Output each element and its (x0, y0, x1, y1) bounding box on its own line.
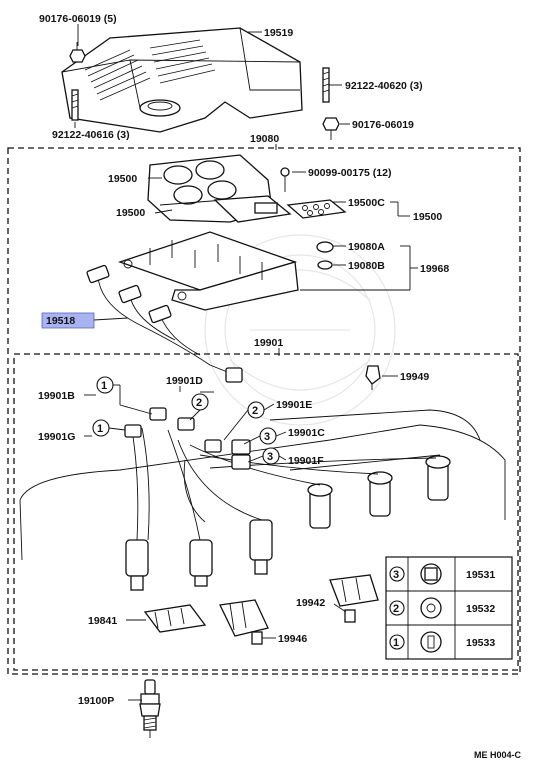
connector-19532-icon (420, 597, 442, 619)
label-90099-00175: 90099-00175 (12) (308, 167, 391, 179)
label-19080: 19080 (250, 133, 279, 145)
assembly-boundary-19080 (7, 147, 521, 675)
label-92122-40620: 92122-40620 (3) (345, 80, 423, 92)
ignition-cover-19519[interactable] (61, 27, 303, 133)
label-19901d: 19901D (166, 375, 203, 387)
plug-boots[interactable] (125, 455, 451, 591)
label-19519: 19519 (264, 27, 293, 39)
svg-text:2: 2 (196, 397, 202, 409)
legend-part-19533: 19533 (466, 637, 495, 649)
engine-head-outline (19, 409, 506, 561)
screw-90099-00175[interactable] (280, 167, 290, 192)
watermark-emblem (204, 234, 396, 426)
callout-1b: 1 (92, 419, 110, 437)
cord-leaders (84, 384, 287, 463)
svg-text:3: 3 (264, 431, 270, 443)
top-leaders (74, 24, 350, 128)
cord-connectors[interactable] (124, 407, 251, 470)
label-19841: 19841 (88, 615, 117, 627)
stud-bolt-92122-40616[interactable] (71, 89, 79, 121)
highlight-19518 (41, 312, 95, 329)
clip-19949[interactable] (365, 365, 381, 390)
connector-19533-icon (420, 631, 442, 653)
callout-3a: 3 (259, 427, 277, 445)
label-19946: 19946 (278, 633, 307, 645)
label-19901c: 19901C (288, 427, 325, 439)
label-90176-06019: 90176-06019 (352, 119, 414, 131)
svg-text:3: 3 (393, 569, 399, 581)
svg-text:2: 2 (252, 405, 258, 417)
wire-harness-19518[interactable] (86, 264, 243, 383)
label-19901b: 19901B (38, 390, 75, 402)
label-19518[interactable]: 19518 (46, 315, 75, 327)
label-19901f: 19901F (288, 455, 324, 467)
label-19080a: 19080A (348, 241, 385, 253)
svg-text:1: 1 (393, 637, 399, 649)
label-19949: 19949 (400, 371, 429, 383)
label-19080b: 19080B (348, 260, 385, 272)
legend-part-19531: 19531 (466, 569, 495, 581)
spark-plug-19100p[interactable] (139, 679, 161, 738)
callout-3b: 3 (262, 447, 280, 465)
label-19901e: 19901E (276, 399, 312, 411)
coil-leaders (148, 171, 418, 291)
label-19901: 19901 (254, 337, 283, 349)
legend-row-2: 2 19532 (389, 597, 495, 619)
label-19500-b: 19500 (116, 207, 145, 219)
callout-1a: 1 (96, 376, 114, 394)
legend-row-3: 3 19531 (389, 563, 495, 585)
nut-90176-06019-top[interactable] (69, 42, 86, 63)
nut-90176-06019[interactable] (322, 117, 340, 140)
coil-bracket-19968[interactable] (117, 231, 299, 311)
label-19500-c: 19500 (413, 211, 442, 223)
svg-text:1: 1 (101, 380, 107, 392)
reference-code: ME H004-C (474, 750, 522, 760)
callout-2b: 2 (247, 401, 265, 419)
svg-text:2: 2 (393, 603, 399, 615)
label-19500-a: 19500 (108, 173, 137, 185)
label-92122-40616: 92122-40616 (3) (52, 129, 130, 141)
svg-text:1: 1 (97, 423, 103, 435)
assembly-boundary-19901 (13, 353, 519, 671)
cord-clamp-19841[interactable] (143, 604, 207, 633)
callout-2a: 2 (191, 393, 209, 411)
grommet-19080b[interactable] (317, 260, 333, 270)
ignition-coil-assembly-19500[interactable] (147, 154, 292, 223)
stud-bolt-92122-40620[interactable] (322, 67, 330, 103)
legend-row-1: 1 19533 (389, 631, 495, 653)
svg-text:3: 3 (267, 451, 273, 463)
cord-clamp-19946[interactable] (219, 599, 269, 645)
label-19942: 19942 (296, 597, 325, 609)
label-19100p: 19100P (78, 695, 114, 707)
grommet-19080a[interactable] (316, 241, 334, 253)
label-19968: 19968 (420, 263, 449, 275)
legend-part-19532: 19532 (466, 603, 495, 615)
coil-cap-19500c[interactable] (286, 199, 347, 219)
connector-19531-icon (420, 563, 442, 585)
label-19901g: 19901G (38, 431, 75, 443)
legend-table: 3 19531 2 19532 1 19533 (385, 556, 513, 660)
label-19500c: 19500C (348, 197, 385, 209)
label-90176-06019-5: 90176-06019 (5) (39, 13, 117, 25)
cord-clamp-19942[interactable] (329, 574, 379, 623)
